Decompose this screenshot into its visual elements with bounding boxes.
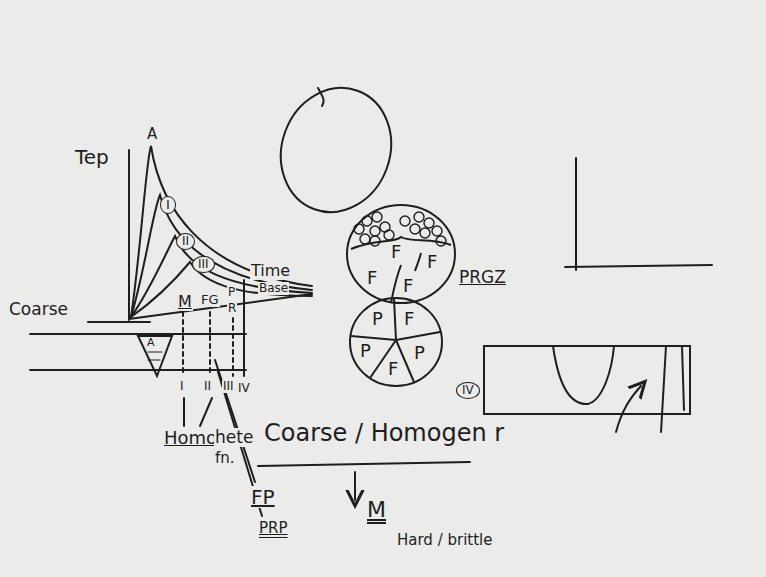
peak-label: A <box>146 126 158 143</box>
phase-letter: F <box>403 277 413 295</box>
phase-letter: F <box>388 360 398 378</box>
phase-letter: F <box>367 269 377 287</box>
grain-circle: PFPFP <box>348 296 444 388</box>
zone-number: IV <box>237 382 251 395</box>
zone-number: IV <box>456 382 480 399</box>
zone-label: M <box>366 498 387 522</box>
zone-label: FG <box>200 293 220 307</box>
phase-letter: F <box>404 310 414 328</box>
note: Hard / brittle <box>396 532 494 549</box>
note: hete <box>214 428 254 447</box>
weld-label: A <box>146 337 156 349</box>
phase-letter: F <box>427 253 437 271</box>
phase-letter: P <box>414 344 425 362</box>
zone-number: I <box>179 380 185 393</box>
zone-label: R <box>227 302 237 315</box>
zone-label: FP <box>250 486 276 508</box>
note: Coarse / Homogen r <box>263 420 505 446</box>
zone-label: Base <box>258 282 289 295</box>
curve-number: I <box>160 196 176 214</box>
phase-letter: P <box>360 342 371 360</box>
zone-label: PRP <box>258 520 289 537</box>
zone-label: PRGZ <box>458 268 507 287</box>
zone-number: II <box>203 380 212 393</box>
grain-circle: FFFF <box>345 203 457 305</box>
phase-letter: P <box>372 310 383 328</box>
axis-label: Tep <box>74 146 110 168</box>
zone-label: M <box>177 293 193 311</box>
note: Homo <box>163 428 218 448</box>
curve-number: III <box>192 256 215 273</box>
zone-label: P <box>227 286 236 299</box>
zone-number: III <box>222 380 235 393</box>
phase-letter: F <box>391 243 401 261</box>
note: Coarse <box>8 300 69 319</box>
note: fn. <box>214 450 236 467</box>
axis-label: Time <box>250 262 291 280</box>
